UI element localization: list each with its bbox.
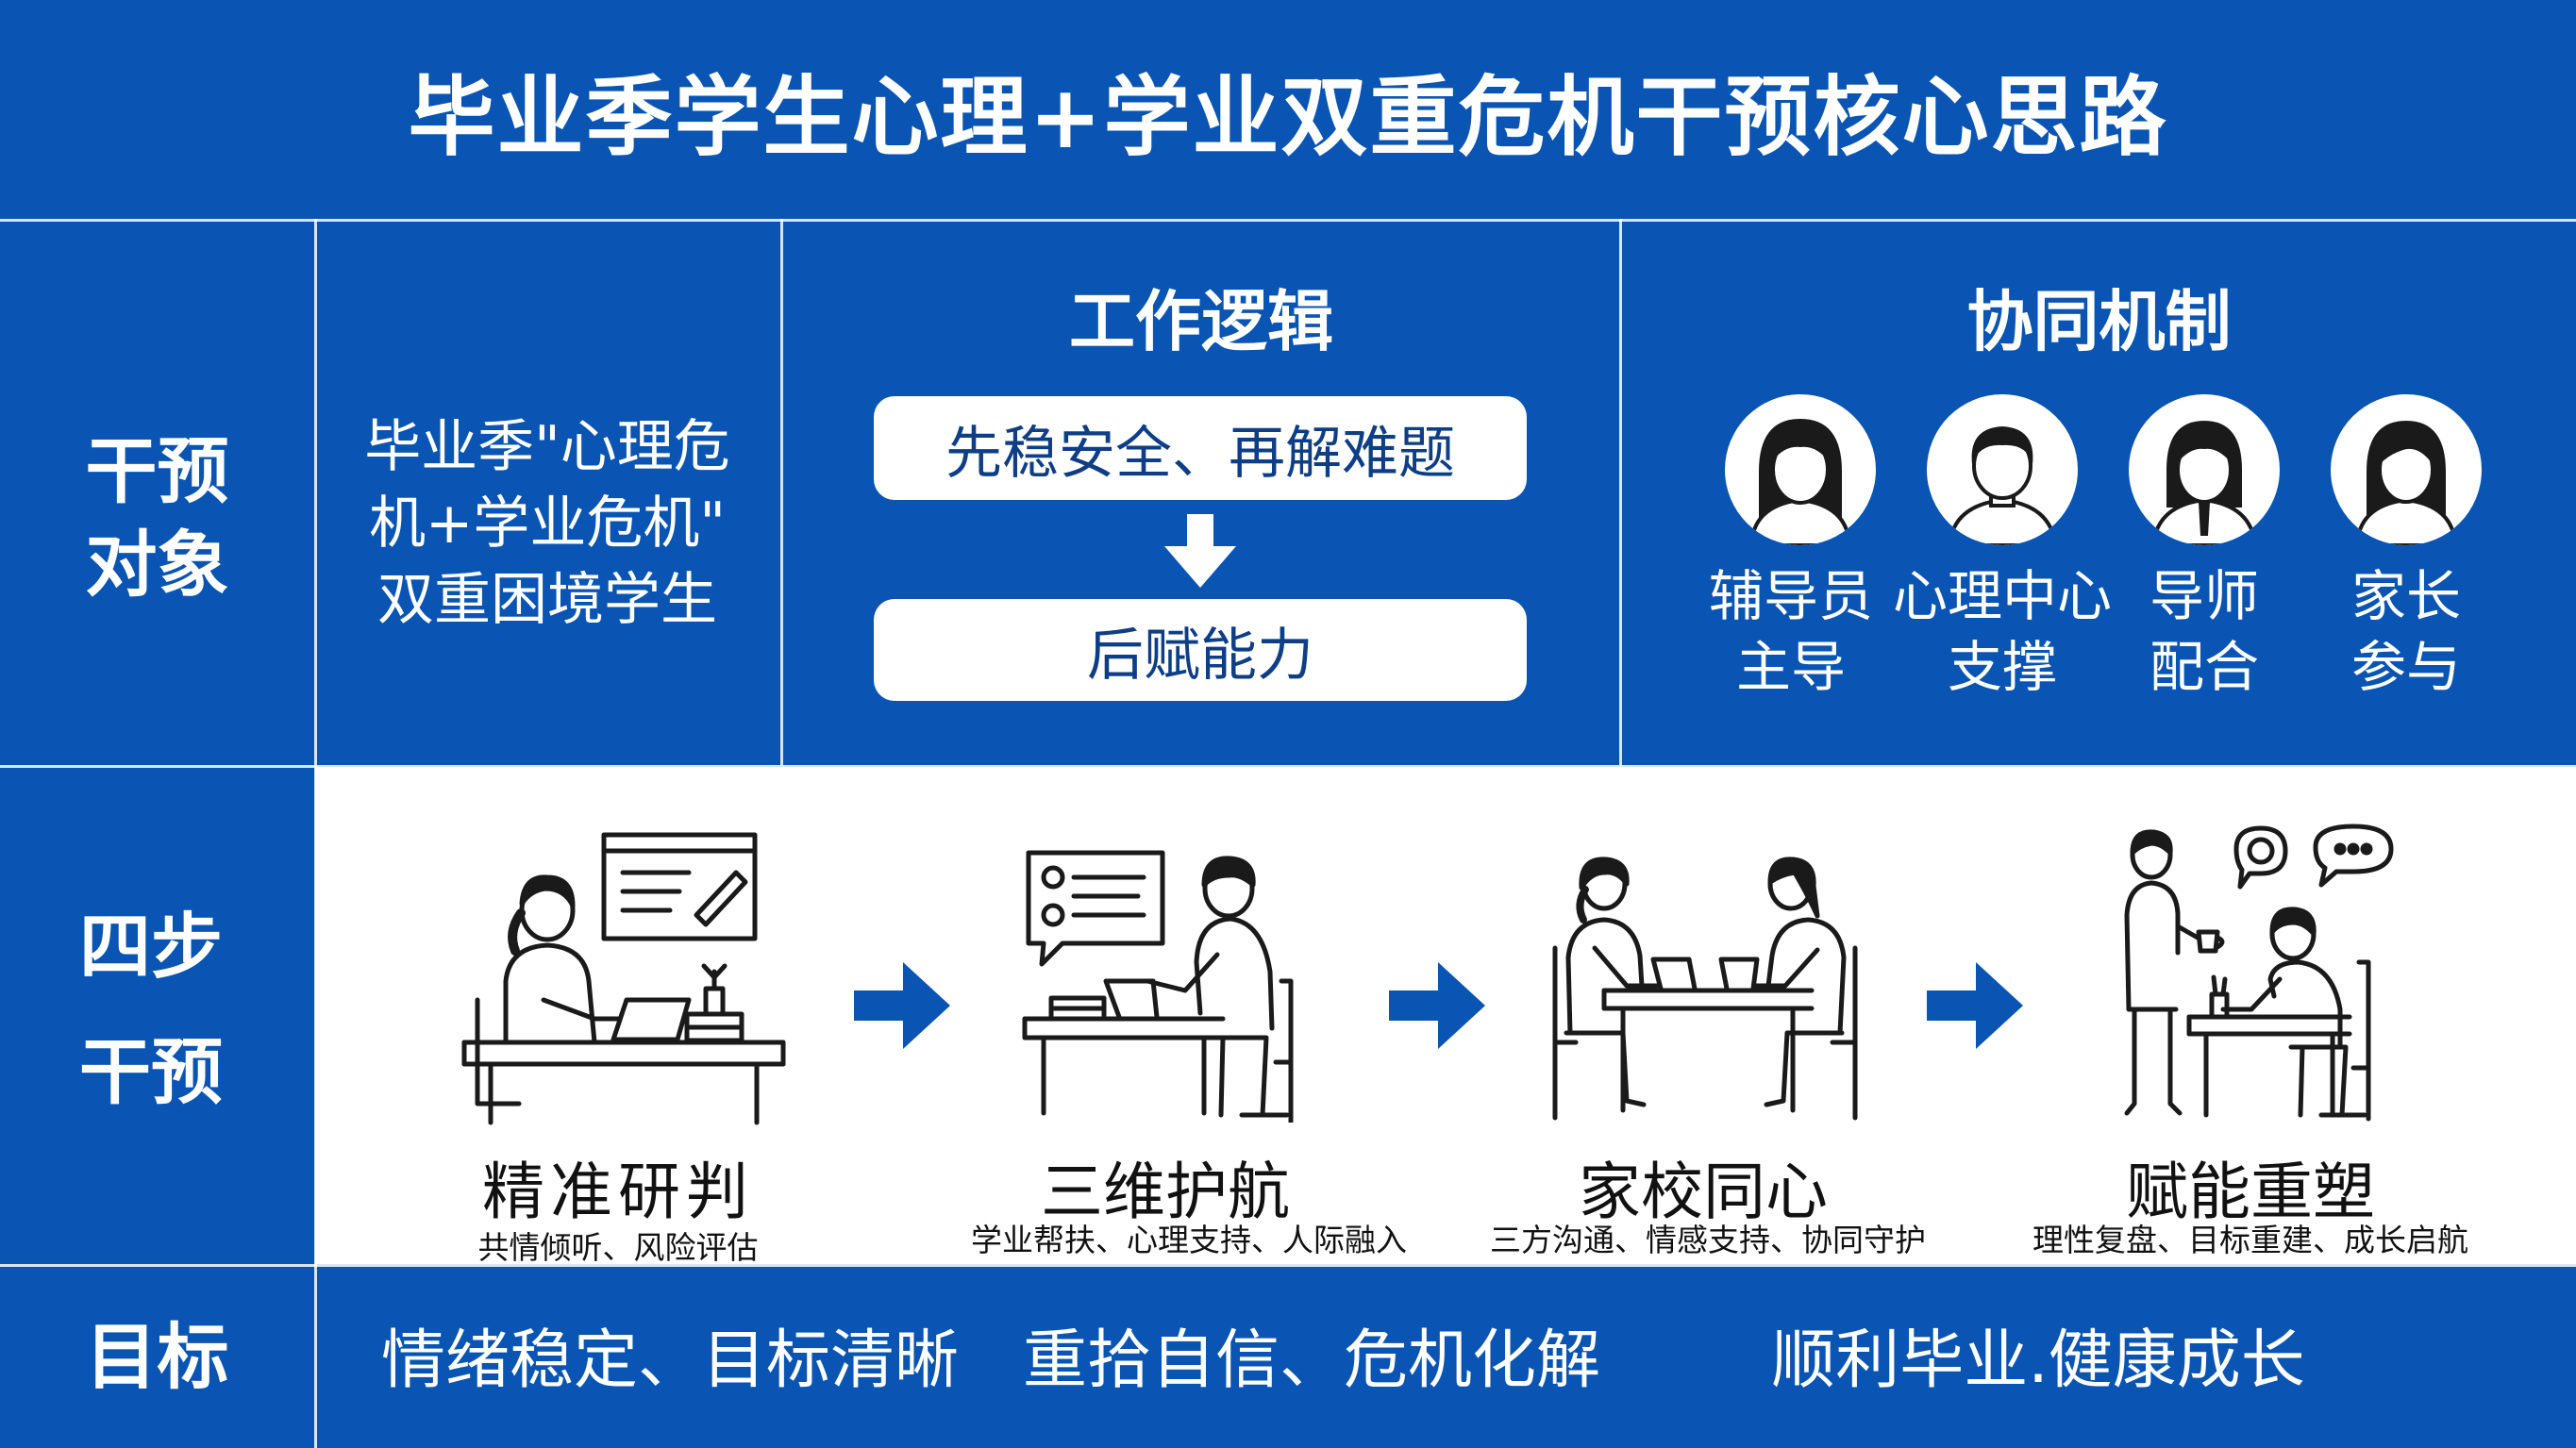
psych-center-avatar-icon (1927, 394, 2078, 545)
student-at-desk-icon (453, 821, 793, 1132)
coop-title: 协同机制 (1966, 282, 2232, 360)
logic-step-second: 后赋能力 (874, 599, 1527, 701)
row-label-target-line2: 对象 (85, 523, 229, 607)
goal-1: 情绪稳定、目标清晰 (380, 1323, 959, 1398)
role-psych-line1: 心理中心 (1892, 563, 2112, 628)
row-label-goal-text: 目标 (85, 1314, 229, 1399)
role-counselor-line2: 主导 (1735, 635, 1846, 699)
divider-row2 (0, 1264, 2576, 1267)
family-school-meeting-icon (1538, 844, 1868, 1123)
role-label-counselor: 辅导员 主导 (1678, 557, 1904, 707)
role-counselor-line1: 辅导员 (1708, 563, 1873, 628)
arrow-right-icon (854, 962, 950, 1049)
divider-col2 (780, 219, 783, 766)
logic-title: 工作逻辑 (1069, 282, 1333, 360)
parent-avatar-icon (2331, 394, 2482, 545)
divider-title (0, 219, 2576, 222)
row-label-target-line1: 干预 (85, 429, 229, 514)
role-parent-line2: 参与 (2350, 635, 2461, 699)
logic-step-first: 先稳安全、再解难题 (874, 396, 1527, 500)
target-line-2: 机+学业危机" (369, 490, 726, 557)
role-label-mentor: 导师 配合 (2110, 557, 2299, 707)
target-line-3: 双重困境学生 (377, 566, 717, 633)
step-1-title: 精准研判 (482, 1156, 754, 1228)
down-arrow-icon (1161, 514, 1240, 590)
target-group-text: 毕业季"心理危 机+学业危机" 双重困境学生 (321, 391, 774, 656)
row-label-steps-line2: 干预 (79, 1030, 223, 1114)
row-label-steps: 四步 干预 (0, 877, 302, 1141)
step-2-title: 三维护航 (1041, 1156, 1290, 1228)
mentor-guidance-icon (2085, 821, 2425, 1123)
role-parent-line1: 家长 (2350, 563, 2461, 628)
goal-3: 顺利毕业.健康成长 (1771, 1323, 2305, 1398)
row-label-steps-line1: 四步 (79, 905, 223, 989)
counselor-avatar-icon (1725, 394, 1876, 545)
step-4-subtitle: 理性复盘、目标重建、成长启航 (2032, 1222, 2468, 1258)
advisor-at-desk-icon (1015, 840, 1346, 1125)
divider-row1 (0, 765, 2576, 768)
goal-2: 重拾自信、危机化解 (1022, 1323, 1600, 1398)
role-label-parent: 家长 参与 (2312, 557, 2501, 707)
page-title: 毕业季学生心理+学业双重危机干预核心思路 (408, 66, 2168, 168)
arrow-right-icon (1927, 962, 2023, 1049)
step-1-subtitle: 共情倾听、风险评估 (477, 1229, 759, 1266)
step-2-subtitle: 学业帮扶、心理支持、人际融入 (971, 1222, 1407, 1258)
step-3-title: 家校同心 (1579, 1156, 1828, 1228)
row-label-goal: 目标 (0, 1267, 314, 1448)
step-3-subtitle: 三方沟通、情感支持、协同守护 (1490, 1222, 1926, 1258)
mentor-avatar-icon (2129, 394, 2280, 545)
role-label-psych-center: 心理中心 支撑 (1880, 557, 2125, 707)
divider-col3 (1619, 219, 1622, 766)
target-line-1: 毕业季"心理危 (364, 413, 730, 480)
arrow-right-icon (1389, 962, 1485, 1049)
row-label-target: 干预 对象 (0, 396, 314, 641)
role-mentor-line1: 导师 (2149, 563, 2259, 628)
role-mentor-line2: 配合 (2149, 635, 2259, 699)
role-psych-line2: 支撑 (1947, 635, 2057, 699)
step-4-title: 赋能重塑 (2126, 1156, 2375, 1228)
